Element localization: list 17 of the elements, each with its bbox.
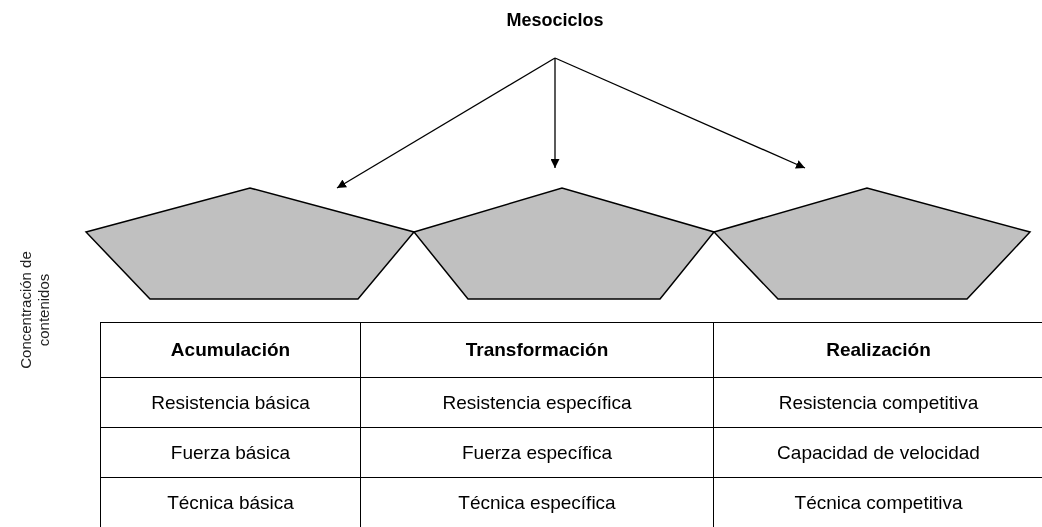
table-cell: Técnica básica: [101, 478, 361, 527]
table-cell: Resistencia específica: [361, 378, 714, 428]
arrow: [554, 57, 806, 169]
table-cell: Resistencia básica: [101, 378, 361, 428]
column-header: Acumulación: [101, 323, 361, 378]
table-cell: Técnica específica: [361, 478, 714, 527]
axis-label: Concentración de contenidos: [17, 250, 53, 371]
title-text: Mesociclos: [485, 9, 625, 33]
table-cell: Capacidad de velocidad: [714, 428, 1042, 478]
table-cell: Fuerza específica: [361, 428, 714, 478]
arrow: [550, 57, 560, 169]
column-header: Transformación: [361, 323, 714, 378]
table-cell: Fuerza básica: [101, 428, 361, 478]
column-header: Realización: [714, 323, 1042, 378]
arrow: [336, 57, 556, 189]
table-cell: Resistencia competitiva: [714, 378, 1042, 428]
table-cell-text: Técnica competitiva: [793, 491, 964, 515]
